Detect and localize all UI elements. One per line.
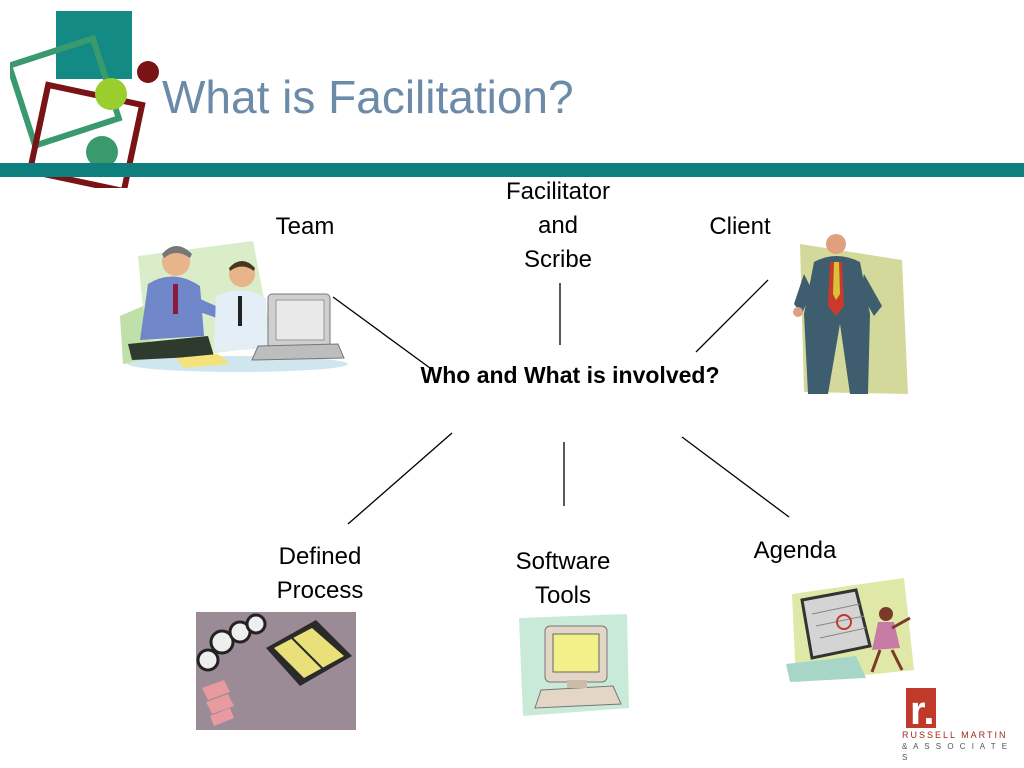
node-defined-process: Defined Process	[250, 540, 390, 608]
team-clipart-icon	[120, 241, 348, 372]
logo-text: RUSSELL MARTIN & A S S O C I A T E S	[902, 730, 1012, 763]
node-team: Team	[255, 210, 355, 244]
node-software-tools: Software Tools	[493, 545, 633, 613]
node-defined-process-line2: Process	[276, 577, 364, 604]
node-facilitator: Facilitator and Scribe	[478, 175, 638, 277]
node-software-tools-line2: Tools	[534, 582, 592, 609]
logo-line1: RUSSELL MARTIN	[902, 730, 1008, 740]
node-facilitator-line2: and	[537, 212, 579, 239]
computer-clipart-icon	[519, 614, 629, 716]
node-agenda-label: Agenda	[753, 537, 837, 564]
node-defined-process-line1: Defined	[278, 543, 362, 570]
logo-mark: r.m.	[910, 689, 981, 732]
node-facilitator-line1: Facilitator	[505, 178, 611, 205]
node-client: Client	[690, 210, 790, 244]
agenda-clipart-icon	[786, 578, 914, 682]
node-software-tools-line1: Software	[515, 548, 611, 575]
center-label: Who and What is involved?	[420, 362, 720, 388]
node-facilitator-line3: Scribe	[523, 246, 593, 273]
node-agenda: Agenda	[730, 534, 860, 568]
rm-logo-icon: r.m.	[906, 688, 981, 732]
process-clipart-icon	[196, 612, 356, 730]
client-clipart-icon	[793, 234, 908, 394]
deco-squares-icon	[10, 11, 159, 188]
title-divider	[0, 163, 1024, 177]
node-team-label: Team	[275, 213, 335, 240]
page-title: What is Facilitation?	[162, 71, 574, 123]
node-client-label: Client	[709, 213, 771, 240]
logo-line2: & A S S O C I A T E S	[902, 742, 1010, 762]
